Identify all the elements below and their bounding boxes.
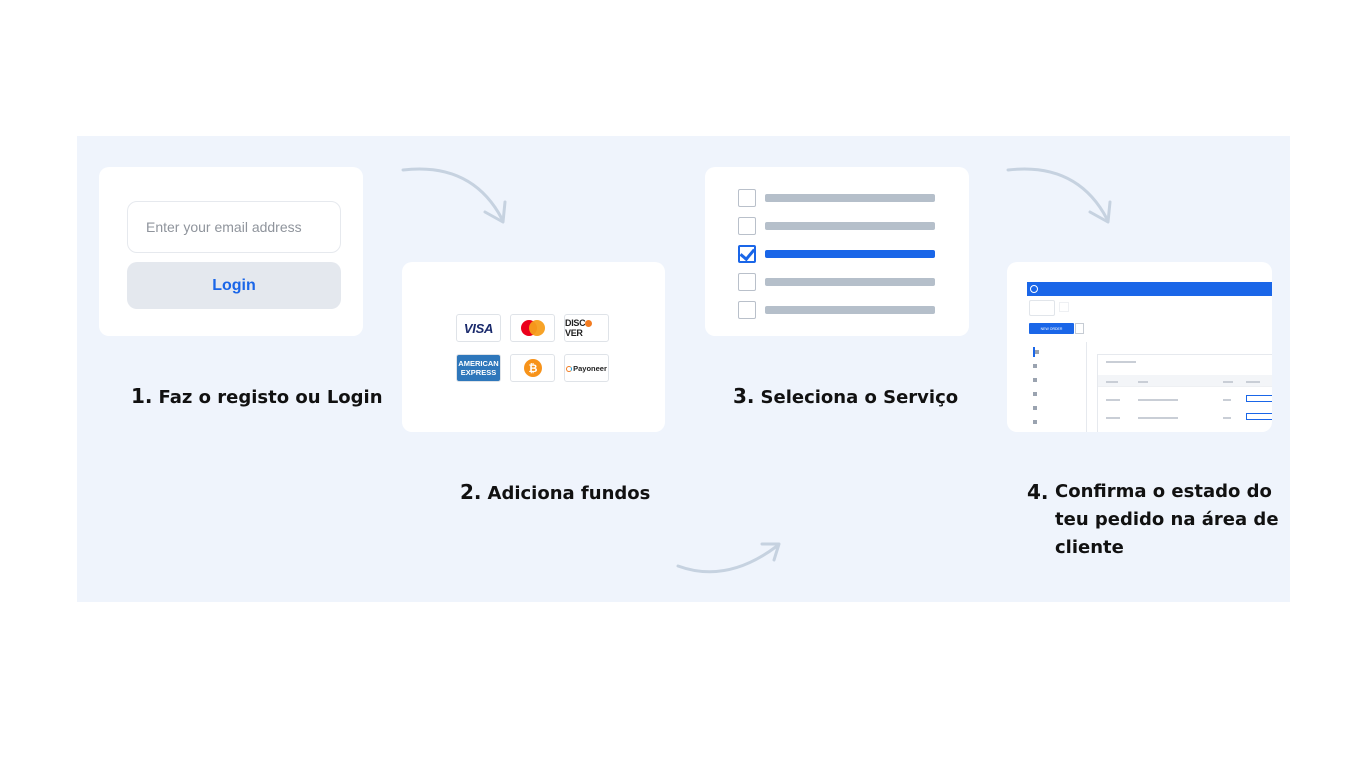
- service-checkbox[interactable]: [738, 189, 756, 207]
- dashboard-topbar: [1027, 282, 1272, 296]
- curved-arrow-icon: [401, 167, 507, 224]
- sidebar-item[interactable]: [1033, 389, 1083, 399]
- dashboard-sidebar: [1027, 342, 1087, 432]
- step-2-label: 2.Adiciona fundos: [460, 480, 651, 504]
- curved-arrow-icon: [1006, 167, 1112, 224]
- service-checkbox-checked[interactable]: [738, 245, 756, 263]
- new-order-button[interactable]: NEW ORDER: [1029, 323, 1074, 334]
- dashboard-stat: [1059, 302, 1069, 312]
- service-line-selected: [765, 250, 935, 258]
- step-3-label: 3.Seleciona o Serviço: [733, 384, 959, 408]
- service-line: [765, 278, 935, 286]
- login-card: Login: [99, 167, 363, 336]
- sidebar-item[interactable]: [1033, 375, 1083, 385]
- mastercard-icon: [510, 314, 555, 342]
- payoneer-icon: Payoneer: [564, 354, 609, 382]
- visa-icon: VISA: [456, 314, 501, 342]
- service-line: [765, 306, 935, 314]
- mini-plus-button[interactable]: [1075, 323, 1084, 334]
- login-button[interactable]: Login: [127, 262, 341, 309]
- recent-orders-table: [1097, 354, 1272, 432]
- sidebar-item[interactable]: [1033, 403, 1083, 413]
- svg-text:₿: ₿: [528, 362, 537, 375]
- client-dashboard-card: NEW ORDER: [1007, 262, 1272, 432]
- service-line: [765, 194, 935, 202]
- service-checkbox[interactable]: [738, 217, 756, 235]
- service-checkbox[interactable]: [738, 273, 756, 291]
- service-list-card: [705, 167, 969, 336]
- bitcoin-icon: ₿: [510, 354, 555, 382]
- sidebar-item[interactable]: [1033, 347, 1083, 357]
- email-field[interactable]: [127, 201, 341, 253]
- step-4-label: Confirma o estado do teu pedido na área …: [1055, 481, 1279, 558]
- curved-arrow-icon: [676, 542, 781, 574]
- discover-icon: DISCVER: [564, 314, 609, 342]
- service-line: [765, 222, 935, 230]
- step-1-label: 1.Faz o registo ou Login: [131, 384, 383, 408]
- step-4-number: 4.: [1027, 480, 1049, 504]
- dashboard-balance: [1029, 300, 1055, 316]
- sidebar-item[interactable]: [1033, 361, 1083, 371]
- sidebar-item[interactable]: [1033, 417, 1083, 427]
- service-checkbox[interactable]: [738, 301, 756, 319]
